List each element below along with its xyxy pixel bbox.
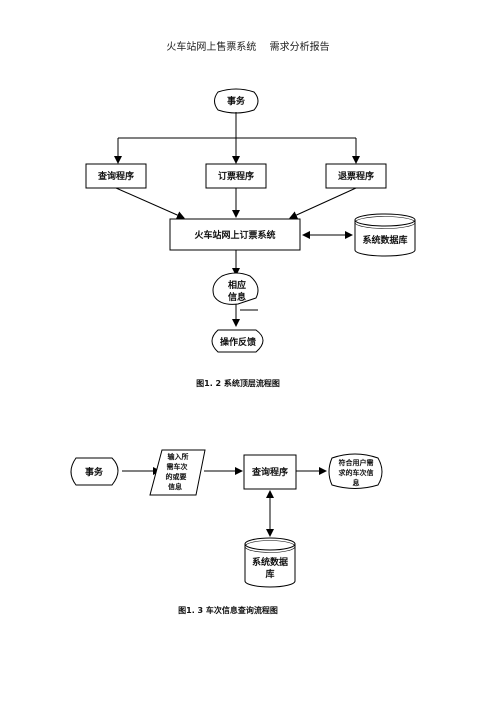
database-line-2: 库 xyxy=(265,568,274,580)
converge-connectors xyxy=(115,187,357,219)
node-start: 事务 xyxy=(214,88,259,114)
figure-1-3-caption: 图1. 3 车次信息查询流程图 xyxy=(178,605,278,615)
query-program-label: 查询程序 xyxy=(97,170,134,182)
node-order-program: 订票程序 xyxy=(205,163,267,189)
node-query-program-2: 查询程序 xyxy=(243,454,297,490)
node-refund-program: 退票程序 xyxy=(325,163,387,189)
figure-1-2-caption: 图1. 2 系统顶层流程图 xyxy=(196,378,280,388)
output-line-3: 息 xyxy=(353,478,360,487)
response-info-line-2: 信息 xyxy=(228,291,246,303)
node-output: 符合用户需 求的车次信 息 xyxy=(328,453,383,489)
doc-subtitle: 需求分析报告 xyxy=(269,42,330,53)
order-program-label: 订票程序 xyxy=(218,170,254,182)
node-ticket-system: 火车站网上订票系统 xyxy=(169,218,301,251)
input-line-2: 需车次 xyxy=(167,462,188,471)
node-database-2: 系统数据 库 xyxy=(244,537,296,588)
start-label-2: 事务 xyxy=(85,466,104,478)
feedback-label: 操作反馈 xyxy=(220,336,256,348)
node-operation-feedback: 操作反馈 xyxy=(211,329,264,353)
database-label: 系统数据库 xyxy=(362,234,407,246)
query-program-label-2: 查询程序 xyxy=(251,466,288,478)
node-start-2: 事务 xyxy=(70,457,119,486)
node-input: 输入所 需车次 的或要 信息 xyxy=(149,449,206,496)
doc-title: 火车站网上售票系统 xyxy=(166,42,257,53)
refund-program-label: 退票程序 xyxy=(338,170,374,182)
figure-1-3: 事务 输入所 需车次 的或要 信息 查询程序 符合用户需 求的车次信 息 xyxy=(70,449,383,615)
input-line-1: 输入所 xyxy=(168,452,189,461)
output-line-2: 求的车次信 xyxy=(339,468,374,477)
node-database: 系统数据库 xyxy=(354,213,416,257)
branch-connectors xyxy=(114,112,360,164)
database-line-1: 系统数据 xyxy=(252,556,288,568)
page-header: 火车站网上售票系统 需求分析报告 xyxy=(0,38,496,53)
node-response-info: 相应 信息 xyxy=(212,272,259,311)
figure-1-2: 事务 查询程序 订票程序 退票程序 xyxy=(85,88,416,388)
input-line-4: 信息 xyxy=(168,482,182,491)
node-query-program: 查询程序 xyxy=(85,163,147,189)
ticket-system-label: 火车站网上订票系统 xyxy=(194,229,275,241)
output-line-1: 符合用户需 xyxy=(339,458,374,467)
response-info-line-1: 相应 xyxy=(228,279,246,291)
input-line-3: 的或要 xyxy=(166,472,187,481)
start-label: 事务 xyxy=(227,95,246,107)
